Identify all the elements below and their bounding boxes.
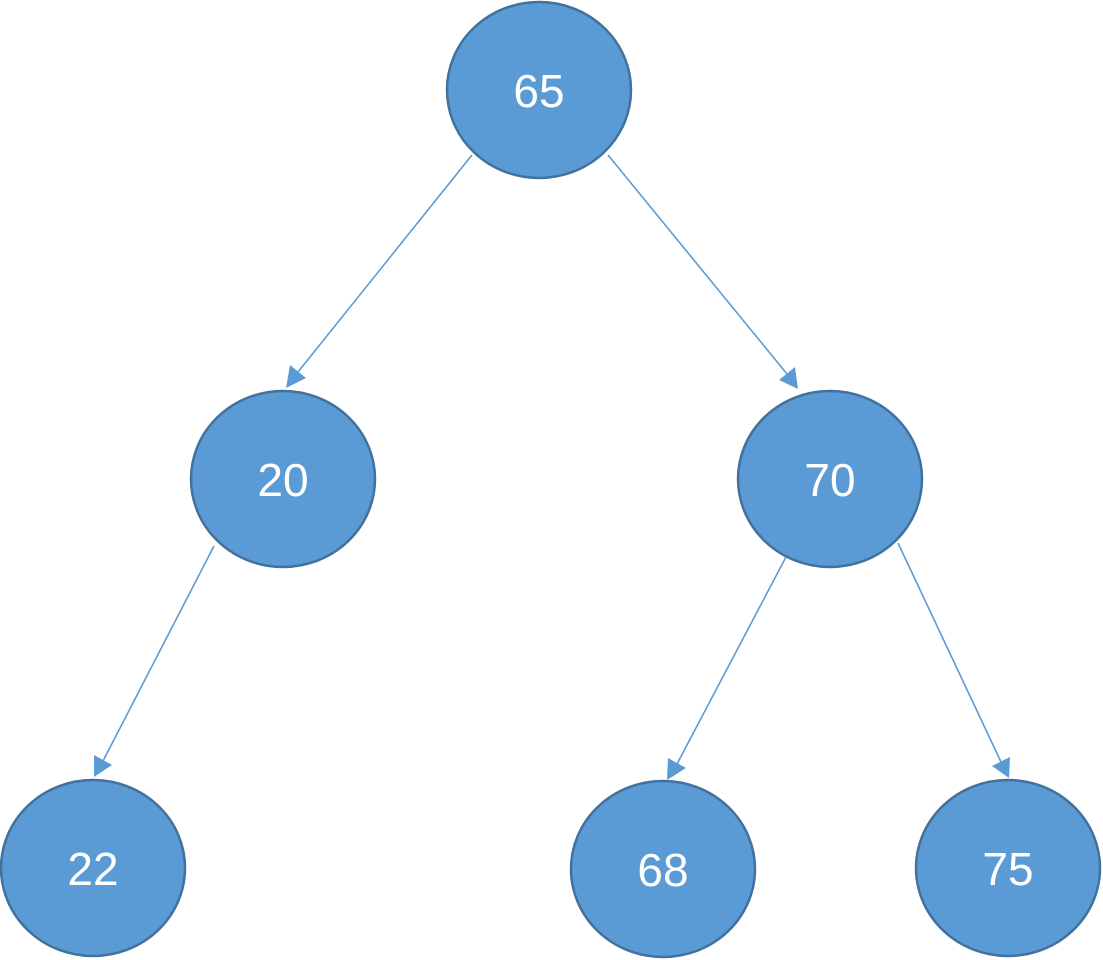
node-label: 22	[67, 843, 118, 895]
arrowhead-icon	[667, 758, 686, 780]
edge-20-22	[94, 545, 215, 777]
node-label: 65	[513, 65, 564, 117]
node-label: 68	[637, 844, 688, 896]
node-circle	[0, 778, 187, 958]
node-circle	[445, 0, 633, 180]
tree-node-65: 65	[445, 0, 633, 180]
edge-70-75	[897, 542, 1010, 778]
arrowhead-icon	[286, 365, 306, 388]
tree-node-75: 75	[914, 778, 1102, 958]
arrowhead-icon	[779, 367, 798, 389]
node-circle	[914, 778, 1102, 958]
node-label: 75	[982, 843, 1033, 895]
edge-line	[297, 154, 473, 373]
node-circle	[736, 389, 924, 569]
edges	[94, 154, 1010, 780]
tree-node-20: 20	[189, 389, 377, 569]
tree-node-68: 68	[569, 779, 757, 959]
edge-line	[897, 542, 1002, 763]
node-circle	[189, 389, 377, 569]
edge-70-68	[667, 556, 787, 780]
edge-line	[676, 556, 787, 765]
edge-line	[102, 545, 215, 762]
tree-node-22: 22	[0, 778, 187, 958]
node-circle	[569, 779, 757, 959]
tree-node-70: 70	[736, 389, 924, 569]
arrowhead-icon	[992, 757, 1010, 778]
edge-line	[607, 154, 788, 375]
arrowhead-icon	[94, 755, 112, 777]
edge-65-20	[286, 154, 473, 388]
node-label: 70	[804, 454, 855, 506]
node-label: 20	[257, 454, 308, 506]
edge-65-70	[607, 154, 798, 389]
